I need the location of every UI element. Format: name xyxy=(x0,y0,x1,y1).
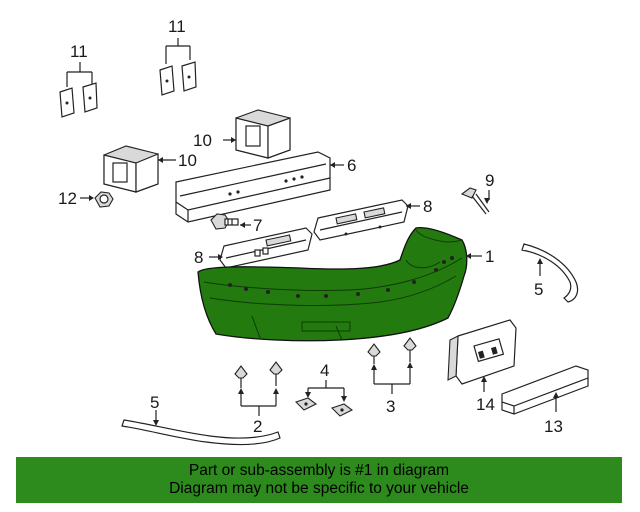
callout-2: 2 xyxy=(253,417,262,436)
part-10-bracket-upper xyxy=(223,109,291,159)
callout-5-lower: 5 xyxy=(150,393,159,412)
callout-12: 12 xyxy=(58,189,77,208)
part-12-nut xyxy=(80,191,114,208)
part-8-guide-left xyxy=(209,227,313,269)
part-6-reinforcement-bar xyxy=(175,151,344,223)
callout-8-right: 8 xyxy=(423,197,432,216)
part-11-clips-left xyxy=(59,62,98,118)
callout-8-left: 8 xyxy=(194,248,203,267)
part-4-clips xyxy=(294,380,354,417)
info-banner: Part or sub-assembly is #1 in diagram Di… xyxy=(16,457,622,503)
part-11-clips-upper xyxy=(159,38,197,96)
callout-10-upper: 10 xyxy=(193,131,212,150)
callout-4: 4 xyxy=(320,361,329,380)
part-8-guide-right xyxy=(313,199,420,241)
callout-11-upper: 11 xyxy=(168,17,186,36)
callout-13: 13 xyxy=(544,417,563,436)
callout-7: 7 xyxy=(253,216,262,235)
part-5-molding-lower xyxy=(121,410,281,446)
part-13-side-bracket xyxy=(501,365,589,415)
callout-9: 9 xyxy=(485,171,494,190)
part-3-retainers xyxy=(367,337,417,394)
callout-14: 14 xyxy=(476,395,495,414)
part-9-push-pin xyxy=(460,187,490,215)
callout-5-right: 5 xyxy=(534,280,543,299)
callout-1: 1 xyxy=(485,247,494,266)
part-10-bracket-left xyxy=(103,145,176,193)
part-1-bumper-cover xyxy=(197,226,482,342)
banner-line-disclaimer: Diagram may not be specific to your vehi… xyxy=(169,480,469,497)
callout-6: 6 xyxy=(347,156,356,175)
callout-11-left: 11 xyxy=(70,42,88,61)
callout-3: 3 xyxy=(386,397,395,416)
part-7-bolt xyxy=(210,213,251,230)
part-2-retainers xyxy=(234,361,283,416)
callout-10-left: 10 xyxy=(178,151,197,170)
part-5-molding-right xyxy=(521,243,579,303)
banner-line-highlight: Part or sub-assembly is #1 in diagram xyxy=(188,462,450,479)
part-14-license-bracket xyxy=(447,319,517,392)
